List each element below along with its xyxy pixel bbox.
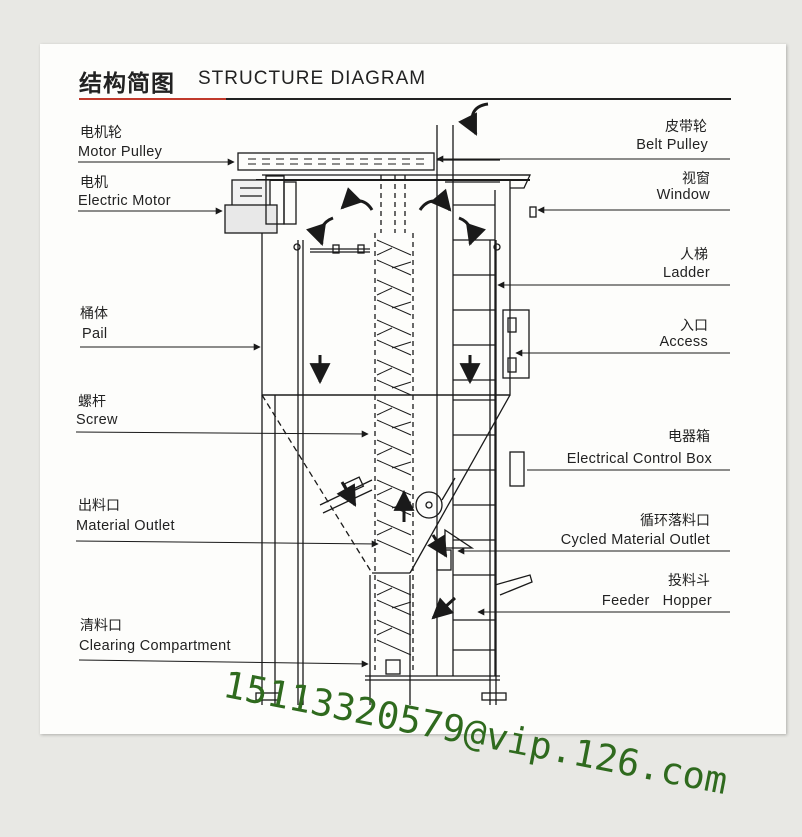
support-frame bbox=[255, 240, 507, 705]
label-access-cn: 入口 bbox=[680, 318, 708, 334]
label-ladder-cn: 人梯 bbox=[680, 247, 708, 263]
label-window-cn: 视窗 bbox=[682, 171, 710, 187]
material-outlet-pipe bbox=[319, 476, 373, 514]
access-door bbox=[502, 309, 530, 379]
label-feeder-hopper-cn: 投料斗 bbox=[668, 573, 710, 589]
control-box-shape bbox=[509, 451, 525, 487]
electric-motor-shape bbox=[224, 175, 297, 234]
screw-column bbox=[374, 175, 414, 670]
leader-lines-left bbox=[75, 158, 379, 668]
window-shape bbox=[529, 206, 537, 218]
label-electric-motor-cn: 电机 bbox=[80, 175, 108, 191]
label-feeder-hopper-en: Feeder Hopper bbox=[601, 593, 712, 609]
label-clearing-compartment-en: Clearing Compartment bbox=[79, 638, 231, 654]
label-control-box-en: Electrical Control Box bbox=[566, 451, 712, 467]
ladder bbox=[436, 125, 496, 676]
belt-pulley-shape bbox=[437, 159, 500, 183]
flow-arrows bbox=[306, 102, 489, 620]
label-screw-en: Screw bbox=[76, 412, 118, 428]
label-material-outlet-cn: 出料口 bbox=[78, 498, 120, 514]
label-clearing-compartment-cn: 清料口 bbox=[80, 618, 122, 634]
inner-bracket bbox=[310, 244, 370, 254]
label-belt-pulley-cn: 皮带轮 bbox=[665, 119, 707, 135]
label-electric-motor-en: Electric Motor bbox=[78, 193, 171, 209]
label-cycled-outlet-cn: 循环落料口 bbox=[640, 513, 710, 529]
label-control-box-cn: 电器箱 bbox=[668, 429, 710, 445]
title-underline-accent bbox=[79, 98, 226, 100]
lid bbox=[256, 174, 532, 189]
clearing-door bbox=[385, 659, 401, 675]
title-english: STRUCTURE DIAGRAM bbox=[198, 68, 427, 89]
label-material-outlet-en: Material Outlet bbox=[76, 518, 175, 534]
leader-lines-right bbox=[436, 155, 730, 616]
screw-flights bbox=[376, 239, 412, 656]
label-access-en: Access bbox=[659, 334, 708, 350]
recirculation-valve bbox=[415, 477, 475, 571]
label-pail-cn: 桶体 bbox=[80, 306, 108, 322]
label-pail-en: Pail bbox=[82, 326, 108, 342]
label-belt-pulley-en: Belt Pulley bbox=[636, 137, 708, 153]
label-motor-pulley-en: Motor Pulley bbox=[78, 144, 163, 160]
label-window-en: Window bbox=[656, 187, 710, 203]
label-motor-pulley-cn: 电机轮 bbox=[80, 125, 122, 141]
label-cycled-outlet-en: Cycled Material Outlet bbox=[560, 532, 710, 548]
pail-body bbox=[261, 179, 511, 574]
label-screw-cn: 螺杆 bbox=[78, 394, 106, 410]
label-ladder-en: Ladder bbox=[663, 265, 710, 281]
title-chinese: 结构简图 bbox=[79, 71, 175, 97]
title-underline bbox=[226, 98, 731, 100]
feeder-hopper-shape bbox=[494, 574, 533, 596]
motor-pulley-bar bbox=[237, 152, 435, 171]
